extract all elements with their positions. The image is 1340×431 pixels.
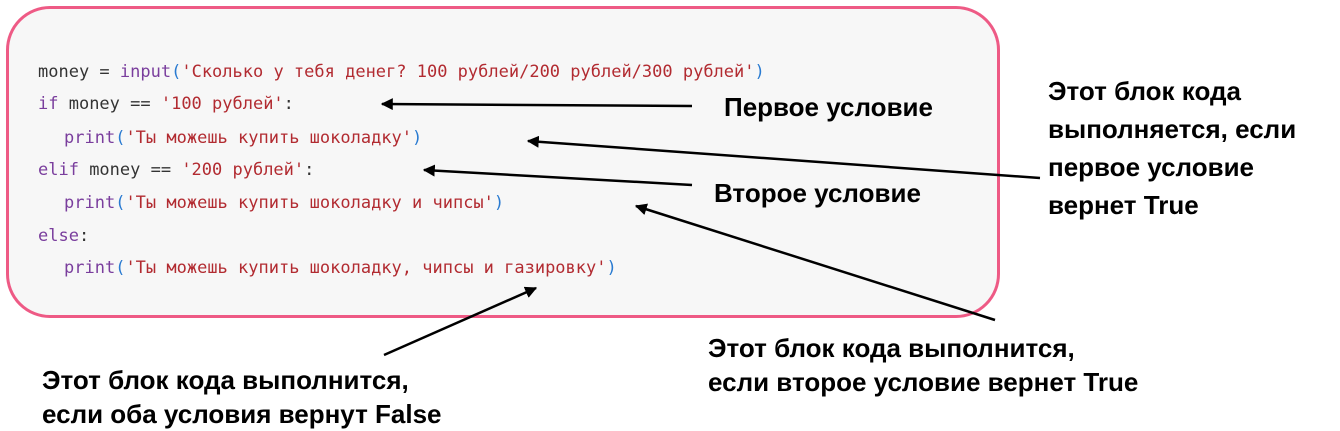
code-function: print	[64, 258, 116, 278]
annotation-line: Этот блок кода выполнится,	[708, 333, 1075, 363]
code-string: 'Ты можешь купить шоколадку и чипсы'	[125, 193, 494, 213]
code-keyword: elif	[38, 160, 79, 180]
code-string: 'Сколько у тебя денег? 100 рублей/200 ру…	[181, 62, 755, 82]
annotation-line: вернет True	[1048, 190, 1199, 220]
code-paren: )	[754, 62, 765, 82]
code-line-print-3: print('Ты можешь купить шоколадку, чипсы…	[64, 258, 617, 278]
code-line-elif: elif money == '200 рублей':	[38, 160, 314, 180]
code-colon: :	[78, 226, 90, 246]
code-colon: :	[283, 94, 294, 114]
code-colon: :	[304, 160, 315, 180]
annotation-block-if-first: Этот блок кода выполняется, если первое …	[1048, 72, 1296, 224]
code-expression: money ==	[78, 160, 182, 180]
code-variable: money	[38, 62, 90, 82]
annotation-line: если второе условие вернет True	[708, 367, 1139, 397]
arrow-first-block	[526, 135, 1041, 180]
code-paren: (	[115, 193, 126, 213]
annotation-block-else: Этот блок кода выполнится, если оба усло…	[42, 363, 442, 431]
annotation-line: первое условие	[1048, 152, 1255, 182]
code-paren: )	[412, 128, 423, 148]
code-function: input	[119, 62, 172, 82]
annotation-second-condition: Второе условие	[714, 178, 921, 208]
arrow-else-block	[383, 286, 538, 357]
arrow-first-condition	[380, 98, 693, 111]
code-paren: (	[115, 128, 126, 148]
code-expression: money ==	[58, 94, 161, 114]
annotation-line: Этот блок кода выполнится,	[42, 365, 409, 395]
arrow-second-condition	[422, 164, 693, 187]
code-line-print-1: print('Ты можешь купить шоколадку')	[64, 128, 422, 148]
code-function: print	[64, 193, 116, 213]
code-string: '100 рублей'	[160, 94, 284, 114]
code-function: print	[64, 128, 116, 148]
code-paren: )	[493, 193, 505, 213]
code-string: 'Ты можешь купить шоколадку, чипсы и газ…	[125, 258, 607, 278]
code-string: '200 рублей'	[181, 160, 305, 180]
arrow-second-block	[634, 203, 996, 322]
code-line-input: money = input('Сколько у тебя денег? 100…	[38, 62, 765, 82]
code-line-if: if money == '100 рублей':	[38, 94, 294, 114]
code-line-else: else:	[38, 226, 89, 246]
annotation-line: выполняется, если	[1048, 114, 1297, 144]
code-keyword: if	[38, 94, 59, 114]
code-line-print-2: print('Ты можешь купить шоколадку и чипс…	[64, 193, 504, 213]
code-keyword: else	[38, 226, 79, 246]
annotation-block-if-second: Этот блок кода выполнится, если второе у…	[708, 331, 1138, 399]
code-paren: )	[606, 258, 617, 278]
code-paren: (	[115, 258, 126, 278]
code-string: 'Ты можешь купить шоколадку'	[125, 128, 413, 148]
code-paren: (	[171, 62, 182, 82]
code-operator: =	[89, 62, 120, 82]
annotation-line: если оба условия вернут False	[42, 399, 442, 429]
annotation-line: Этот блок кода	[1048, 76, 1241, 106]
annotation-first-condition: Первое условие	[724, 92, 933, 122]
